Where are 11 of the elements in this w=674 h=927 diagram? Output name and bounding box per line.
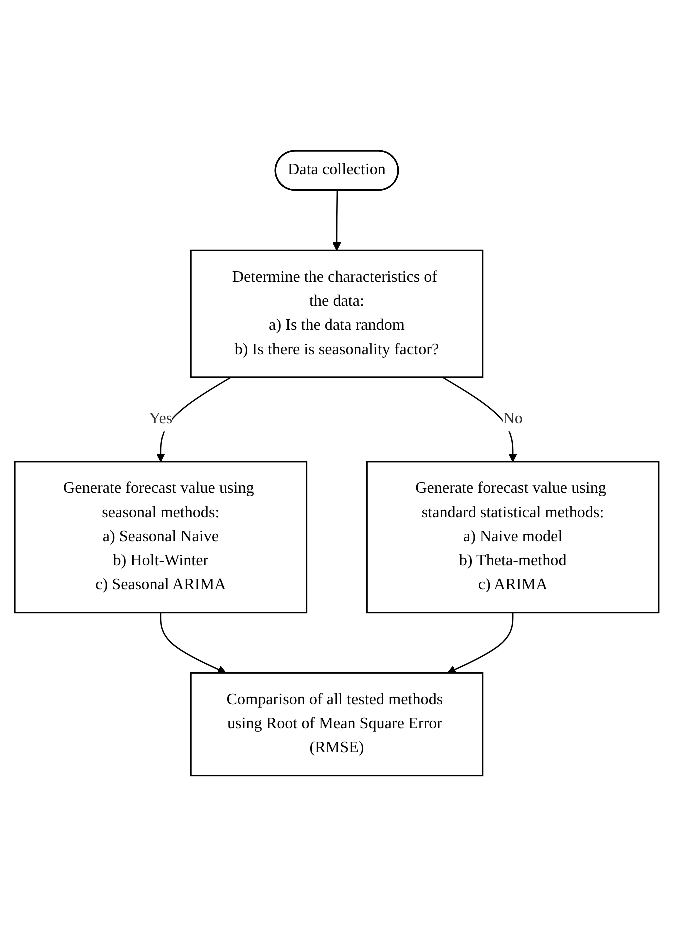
arrow	[332, 190, 342, 252]
node-box: Comparison of all tested methods using Root of Mean Square Error (RMSE)	[190, 672, 484, 777]
node-box: Generate forecast value using seasonal methods: a) Seasonal Naive b) Holt-Winter c) Seasonal ARIMA	[14, 461, 308, 614]
arrow	[160, 612, 227, 674]
node-box: Determine the characteristics of the data: a) Is the data random b) Is there is seasonality factor?	[190, 250, 484, 378]
arrow	[156, 376, 232, 462]
arrow	[442, 376, 518, 462]
arrow	[447, 612, 514, 674]
edge-label: Yes	[149, 410, 173, 428]
node-box: Generate forecast value using standard statistical methods: a) Naive model b) Theta-method c) ARIMA	[366, 461, 660, 614]
edge-label: No	[503, 410, 523, 428]
